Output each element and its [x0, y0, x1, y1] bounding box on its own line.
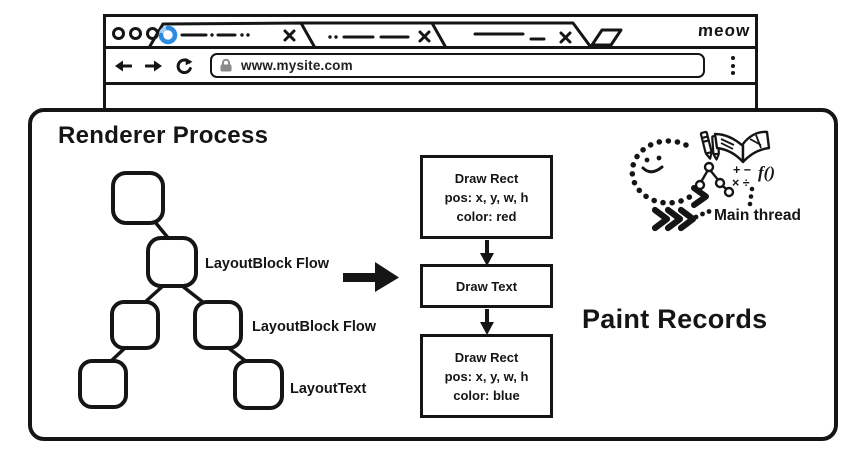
loading-spinner-icon [158, 25, 178, 45]
tab-1[interactable] [148, 21, 316, 46]
lock-icon [220, 59, 232, 72]
url-text: www.mysite.com [241, 58, 353, 73]
tab-3-close-icon[interactable] [559, 31, 572, 44]
book-icon [713, 130, 771, 164]
paint-record-1-line-2: pos: x, y, w, h [444, 189, 529, 205]
new-tab-button[interactable] [590, 28, 623, 46]
thread-loop-dots [629, 138, 694, 206]
paint-record-3-line-1: Draw Rect [454, 349, 519, 365]
window-button-2[interactable] [129, 27, 142, 40]
tab-3-title-scribble [473, 32, 546, 41]
flow-arrow-icon [343, 262, 399, 292]
function-icon: f() [758, 163, 775, 182]
address-bar: www.mysite.com [106, 49, 755, 85]
paint-record-1-line-3: color: red [456, 208, 517, 224]
layout-label-3: LayoutText [290, 381, 366, 397]
layout-node-leaf-1 [78, 359, 128, 409]
paint-record-3-line-3: color: blue [453, 387, 520, 403]
paint-records-title: Paint Records [582, 304, 768, 334]
renderer-title: Renderer Process [58, 122, 269, 149]
main-thread-illustration: + − × ÷ f() Main thread [629, 130, 801, 232]
kebab-menu-icon[interactable] [731, 56, 735, 75]
brand-label: meow [697, 21, 751, 40]
paint-record-3: Draw Rect pos: x, y, w, h color: blue [420, 334, 553, 418]
math-symbols-icon: × ÷ [732, 176, 750, 190]
browser-window: meow www.mysite.com [103, 14, 758, 114]
thread-chevron-icon [691, 185, 709, 208]
dom-tree-icon [694, 161, 735, 198]
paint-record-1-line-1: Draw Rect [454, 170, 519, 186]
paint-record-3-line-2: pos: x, y, w, h [444, 368, 529, 384]
layout-node-block-1 [146, 236, 198, 288]
back-icon[interactable] [115, 59, 132, 73]
tab-1-title-scribble [180, 33, 250, 37]
tabs-strip [148, 21, 623, 46]
layout-node-block-2 [110, 300, 160, 350]
layout-tree: LayoutBlock Flow LayoutBlock Flow Layout… [78, 171, 377, 410]
math-symbols-icon: + − [733, 163, 751, 177]
down-arrow-icon [480, 309, 494, 335]
layout-label-2: LayoutBlock Flow [252, 319, 377, 335]
window-button-1[interactable] [112, 27, 125, 40]
paint-record-1: Draw Rect pos: x, y, w, h color: red [420, 155, 553, 239]
tab-bar: meow [106, 17, 755, 49]
paint-record-2: Draw Text [420, 264, 553, 308]
tab-3[interactable] [430, 21, 592, 46]
url-box[interactable]: www.mysite.com [210, 53, 705, 78]
layout-node-block-3 [193, 300, 243, 350]
layout-node-text [233, 359, 284, 410]
window-buttons[interactable] [112, 27, 159, 40]
tab-1-close-icon[interactable] [283, 29, 296, 42]
smiley-face-icon [641, 155, 664, 174]
paint-record-2-line-1: Draw Text [455, 278, 518, 294]
tab-2-title-scribble [328, 35, 410, 39]
triple-chevron-icon [651, 206, 697, 232]
forward-icon[interactable] [145, 59, 162, 73]
main-thread-label: Main thread [714, 207, 801, 224]
tab-2-close-icon[interactable] [418, 30, 431, 43]
reload-icon[interactable] [175, 57, 193, 75]
renderer-process-box: Renderer Process LayoutBlock Flow Layout… [28, 108, 838, 441]
layout-node-root [111, 171, 165, 225]
down-arrow-icon [480, 240, 494, 266]
layout-label-1: LayoutBlock Flow [205, 256, 330, 272]
